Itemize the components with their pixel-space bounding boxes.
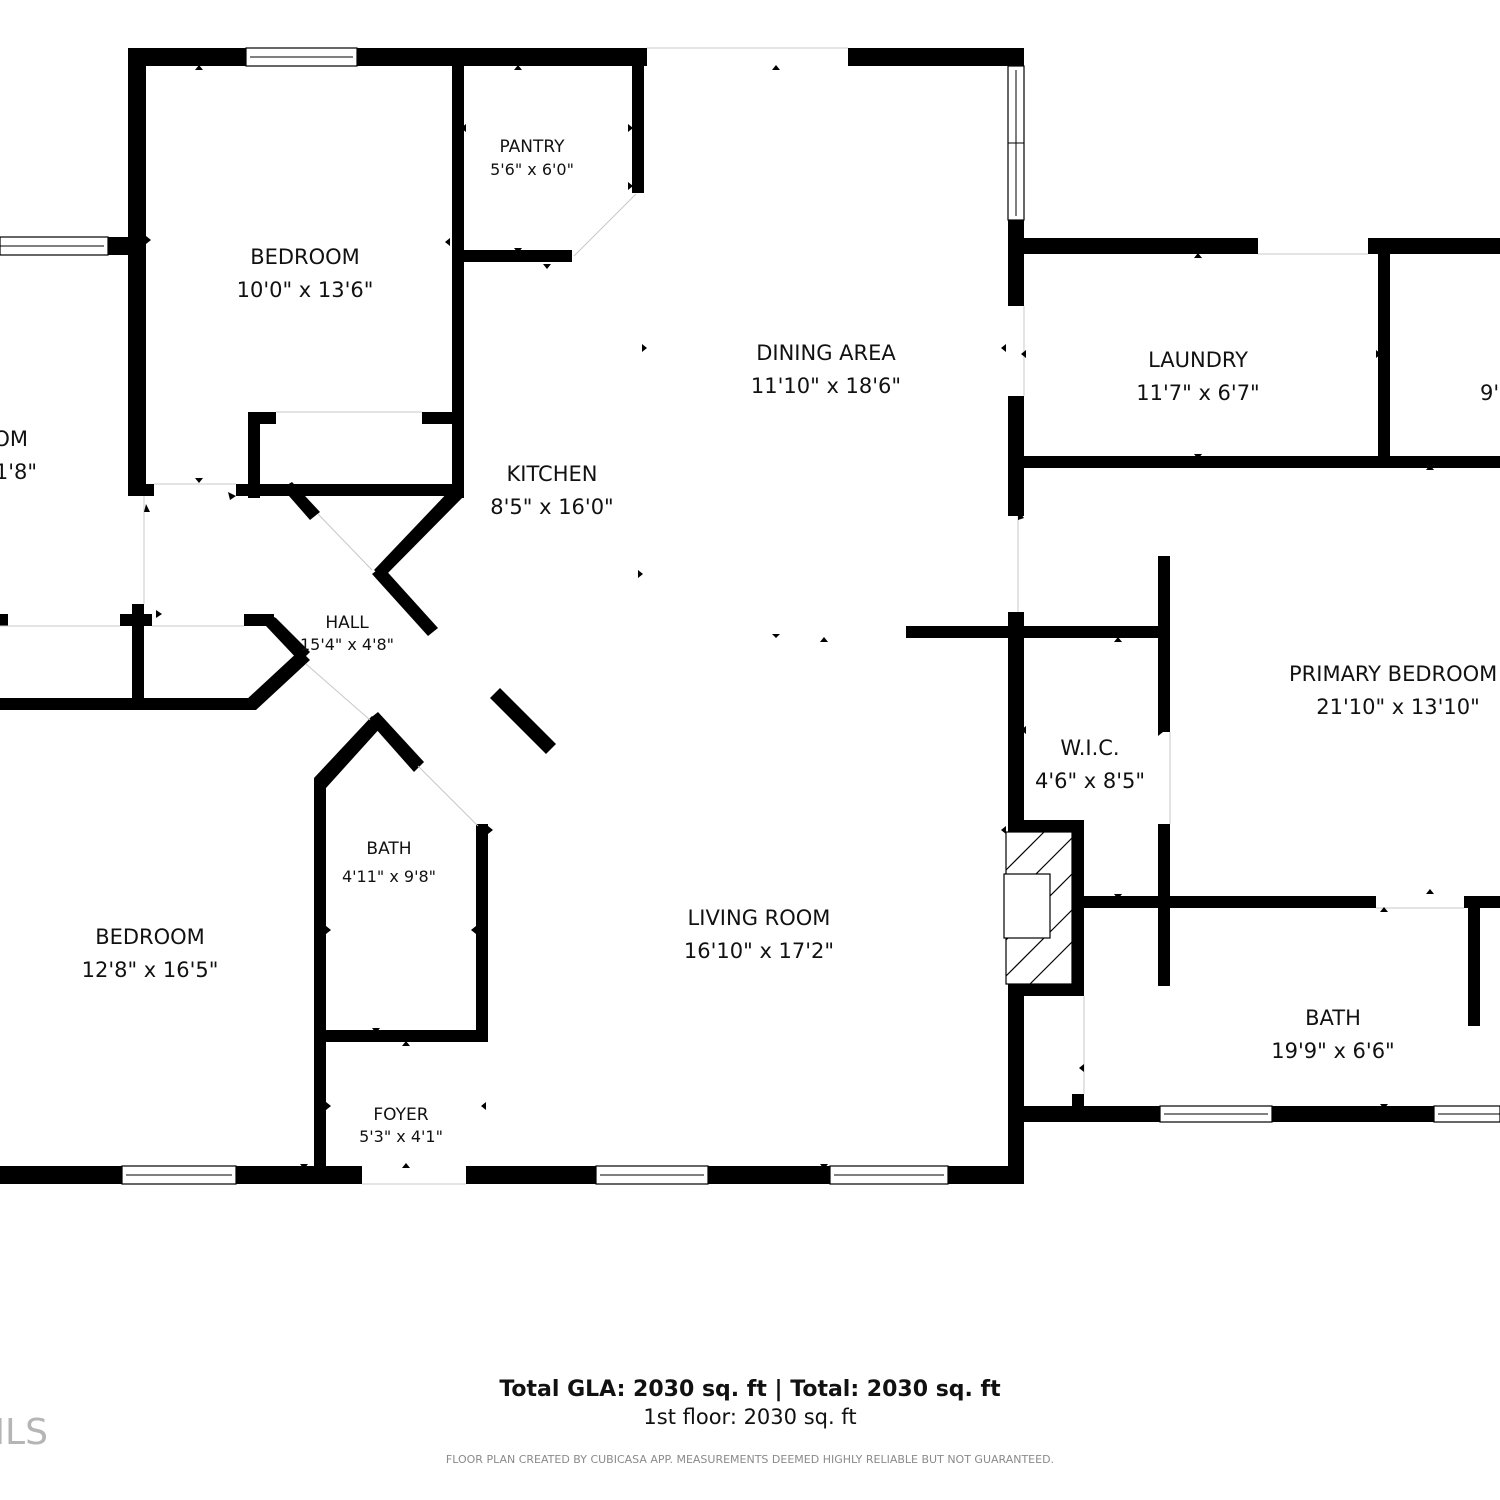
- room-name-bath-small: BATH: [366, 839, 411, 859]
- wall-right-outer: [1018, 48, 1024, 60]
- wall-top-mid: [357, 48, 647, 66]
- footer: Total GLA: 2030 sq. ft | Total: 2030 sq.…: [0, 1377, 1054, 1466]
- wall-bath-right-post: [1468, 896, 1480, 1026]
- room-name-partial-left: OM: [0, 427, 28, 451]
- wall-fireplace-bottom: [1008, 984, 1084, 996]
- wall-kitchen-diagonal: [374, 488, 464, 578]
- wall-hall-bottom: [0, 698, 256, 710]
- wall-bedroom-bottom-stub: [128, 484, 154, 496]
- wall-bath-bottom: [314, 1030, 488, 1042]
- wall-laundry-top: [1016, 238, 1258, 254]
- wall-fireplace-right: [1072, 820, 1084, 996]
- wall-left-stub: [108, 237, 138, 255]
- wall-right-bottom: [1008, 988, 1024, 1184]
- wall-hall-left-post: [132, 604, 144, 704]
- wall-bottom-4: [708, 1166, 830, 1184]
- room-dims-dining: 11'10" x 18'6": [751, 374, 901, 398]
- room-dims-partial-right: 9': [1480, 381, 1499, 405]
- room-name-pantry: PANTRY: [499, 137, 565, 157]
- floor-area: 1st floor: 2030 sq. ft: [643, 1405, 856, 1429]
- wall-hall-angle-upper: [266, 614, 310, 662]
- room-name-hall: HALL: [325, 613, 369, 633]
- markers: [128, 65, 1434, 1169]
- room-name-kitchen: KITCHEN: [507, 462, 598, 486]
- room-name-primary-bedroom: PRIMARY BEDROOM: [1289, 662, 1497, 686]
- room-name-dining: DINING AREA: [756, 341, 896, 365]
- wall-wic-right-upper: [1158, 556, 1170, 732]
- room-dims-bedroom-bottom: 12'8" x 16'5": [82, 958, 219, 982]
- wall-hall-diagonal-upper: [372, 566, 438, 636]
- room-dims-bath-small: 4'11" x 9'8": [342, 867, 436, 886]
- room-name-foyer: FOYER: [373, 1105, 428, 1125]
- wall-hall-post-top: [120, 614, 152, 626]
- room-dims-bedroom-top: 10'0" x 13'6": [237, 278, 374, 302]
- wall-bath-angle-right: [368, 712, 424, 772]
- wall-right-lower: [1008, 612, 1024, 828]
- wall-bath-bottom-2: [1272, 1106, 1434, 1122]
- fireplace: [1003, 831, 1073, 985]
- wall-bath-right: [476, 824, 488, 1042]
- wall-living-primary: [906, 626, 1166, 638]
- wall-hall-diagonal-short: [282, 482, 320, 520]
- openings: [0, 47, 1464, 1185]
- room-dims-partial-left: 1'8": [0, 460, 37, 484]
- wall-bedroom-pantry: [452, 48, 464, 498]
- room-dims-foyer: 5'3" x 4'1": [359, 1127, 443, 1146]
- walls: [0, 48, 1500, 1184]
- wall-bottom-2: [236, 1166, 362, 1184]
- wall-bottom-3: [466, 1166, 596, 1184]
- wall-pantry-bottom: [452, 250, 572, 262]
- room-name-living: LIVING ROOM: [688, 906, 831, 930]
- wall-right-top: [1008, 220, 1024, 306]
- wall-hall-far-left: [0, 614, 8, 626]
- wall-bath-left: [314, 778, 326, 1178]
- room-dims-primary-bedroom: 21'10" x 13'10": [1316, 695, 1480, 719]
- room-name-bedroom-bottom: BEDROOM: [95, 925, 205, 949]
- wall-fireplace-top: [1008, 820, 1084, 832]
- wall-hall-angle-lower: [246, 650, 310, 710]
- room-labels: BEDROOM 10'0" x 13'6" PANTRY 5'6" x 6'0"…: [0, 137, 1499, 1146]
- wall-laundry-bottom: [1016, 456, 1500, 468]
- wall-bedroom-top-left: [128, 48, 146, 490]
- room-name-bath-large: BATH: [1305, 1006, 1361, 1030]
- mls-watermark: MLS: [0, 1412, 48, 1453]
- wall-bottom-1: [0, 1166, 122, 1184]
- wall-pantry-right: [632, 48, 644, 193]
- wall-laundry-divider: [1378, 238, 1390, 468]
- wall-closet-bottom: [236, 484, 462, 496]
- wall-bath-top: [1084, 896, 1376, 908]
- disclaimer: FLOOR PLAN CREATED BY CUBICASA APP. MEAS…: [446, 1453, 1054, 1466]
- room-dims-hall: 15'4" x 4'8": [300, 635, 394, 654]
- wall-laundry-top-right: [1368, 238, 1500, 254]
- total-area: Total GLA: 2030 sq. ft | Total: 2030 sq.…: [499, 1377, 1001, 1402]
- fireplace-hearth: [1003, 873, 1051, 939]
- room-dims-wic: 4'6" x 8'5": [1035, 769, 1145, 793]
- room-dims-bath-large: 19'9" x 6'6": [1271, 1039, 1394, 1063]
- wall-bath-angle-left: [314, 716, 382, 788]
- wall-closet-top-r: [422, 412, 462, 424]
- wall-bottom-5: [948, 1166, 1024, 1184]
- windows: [0, 47, 1500, 1185]
- room-name-laundry: LAUNDRY: [1148, 348, 1248, 372]
- room-name-bedroom-top: BEDROOM: [250, 245, 360, 269]
- room-dims-living: 16'10" x 17'2": [684, 939, 834, 963]
- wall-top-right: [848, 48, 1024, 66]
- wall-closet-left: [248, 412, 260, 498]
- room-dims-laundry: 11'7" x 6'7": [1136, 381, 1259, 405]
- room-dims-pantry: 5'6" x 6'0": [490, 160, 574, 179]
- room-name-wic: W.I.C.: [1060, 736, 1119, 760]
- room-dims-kitchen: 8'5" x 16'0": [490, 495, 613, 519]
- wall-closet-top-l: [248, 412, 276, 424]
- wall-bath-bottom-1: [1016, 1106, 1160, 1122]
- wall-top-left: [128, 48, 246, 66]
- kitchen-island: [490, 688, 556, 754]
